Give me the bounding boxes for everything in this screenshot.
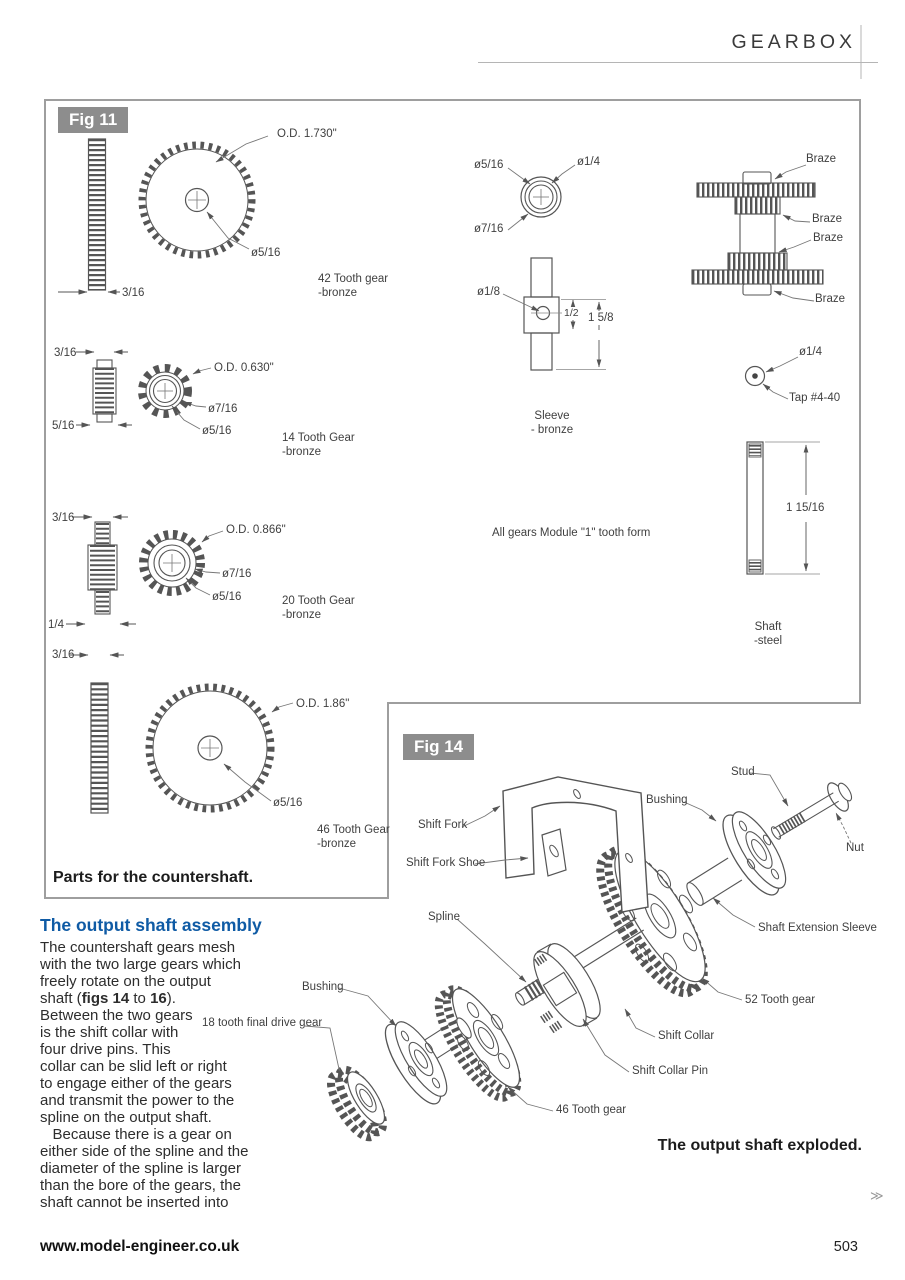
page-header-title: GEARBOX bbox=[731, 31, 856, 53]
gear-42-material: -bronze bbox=[318, 287, 357, 299]
dim-sleeve-outer: ø7/16 bbox=[474, 223, 504, 235]
dim-bore-20: ø5/16 bbox=[212, 591, 242, 603]
exploded-view-drawing bbox=[326, 776, 853, 1142]
tap-note: Tap #4-40 bbox=[789, 392, 841, 404]
braze-label-4: Braze bbox=[815, 293, 846, 305]
article-line-figs: shaft (figs 14 to 16). bbox=[40, 990, 320, 1007]
article-line: shaft cannot be inserted into bbox=[40, 1194, 229, 1212]
article-line: diameter of the spline is larger bbox=[40, 1160, 241, 1178]
dim-width1-20: 3/16 bbox=[52, 512, 75, 524]
article-line: freely rotate on the output bbox=[40, 973, 211, 991]
dim-bore-46: ø5/16 bbox=[273, 797, 303, 809]
figs-mid: to bbox=[129, 990, 151, 1008]
label-shift-fork: Shift Fork bbox=[418, 819, 468, 831]
article-line: than the bore of the gears, the bbox=[40, 1177, 241, 1195]
fig11-caption: Parts for the countershaft. bbox=[53, 869, 254, 886]
shaft-material: -steel bbox=[753, 635, 783, 647]
figs-post: ). bbox=[166, 990, 176, 1008]
article-line: with the two large gears which bbox=[40, 956, 241, 974]
article-line: The countershaft gears mesh bbox=[40, 939, 236, 957]
article-line: either side of the spline and the bbox=[40, 1143, 249, 1161]
label-nut: Nut bbox=[846, 842, 864, 854]
dim-width2-20: 1/4 bbox=[48, 619, 64, 631]
gear-14-drawing bbox=[76, 349, 212, 430]
sleeve-material: - bronze bbox=[530, 424, 574, 436]
dim-shaft-length: 1 15/16 bbox=[784, 501, 827, 516]
sleeve-name: Sleeve bbox=[534, 410, 570, 422]
gear-46-drawing bbox=[70, 652, 294, 814]
exploded-view-leaders bbox=[304, 772, 852, 1112]
gear-cluster-drawing bbox=[691, 164, 824, 400]
dim-od-46: O.D. 1.86" bbox=[296, 698, 350, 710]
label-shift-collar-pin: Shift Collar Pin bbox=[632, 1065, 709, 1077]
dim-sleeve-half: 1/2 bbox=[562, 307, 581, 321]
figs-ref-1: figs 14 bbox=[81, 990, 130, 1008]
gear-42-name: 42 Tooth gear bbox=[318, 273, 389, 285]
article-line: is the shift collar with bbox=[40, 1024, 179, 1042]
label-bushing-left: Bushing bbox=[302, 981, 344, 993]
fig11-label: Fig 11 bbox=[58, 107, 129, 133]
article-line: Because there is a gear on bbox=[40, 1126, 232, 1144]
footer-page-number: 503 bbox=[833, 1239, 858, 1255]
label-shaft-extension-sleeve: Shaft Extension Sleeve bbox=[758, 922, 877, 934]
label-bushing-right: Bushing bbox=[646, 794, 688, 806]
gear-46-material: -bronze bbox=[317, 838, 356, 850]
dim-od-42: O.D. 1.730" bbox=[277, 128, 337, 140]
gear-14-name: 14 Tooth Gear bbox=[282, 432, 355, 444]
gear-20-material: -bronze bbox=[282, 609, 321, 621]
label-gear-46: 46 Tooth gear bbox=[556, 1104, 627, 1116]
fig14-caption: The output shaft exploded. bbox=[657, 1137, 862, 1154]
article-line: spline on the output shaft. bbox=[40, 1109, 212, 1127]
dim-sleeve-length: 1 5/8 bbox=[586, 311, 616, 326]
label-spline: Spline bbox=[428, 911, 460, 923]
shaft-drawing bbox=[746, 441, 820, 575]
braze-label-3: Braze bbox=[813, 232, 844, 244]
article-line: to engage either of the gears bbox=[40, 1075, 232, 1093]
label-stud: Stud bbox=[731, 766, 755, 778]
dim-width1-14: 3/16 bbox=[54, 347, 77, 359]
fig11-frame bbox=[44, 99, 861, 899]
article-line: four drive pins. This bbox=[40, 1041, 171, 1059]
footer-website: www.model-engineer.co.uk bbox=[40, 1238, 240, 1255]
dim-stud-dia: ø1/4 bbox=[799, 346, 823, 358]
dim-hub-14: ø7/16 bbox=[208, 403, 238, 415]
gear-20-name: 20 Tooth Gear bbox=[282, 595, 355, 607]
dim-sleeve-bore: ø5/16 bbox=[474, 159, 504, 171]
braze-label-2: Braze bbox=[812, 213, 843, 225]
dim-bore-42: ø5/16 bbox=[251, 247, 281, 259]
gear-20-drawing bbox=[66, 514, 224, 627]
fig14-label: Fig 14 bbox=[403, 734, 475, 760]
label-shift-collar: Shift Collar bbox=[658, 1030, 715, 1042]
gear-46-name: 46 Tooth Gear bbox=[317, 824, 390, 836]
braze-label-1: Braze bbox=[806, 153, 837, 165]
header-rules bbox=[478, 25, 878, 79]
gear-42-drawing bbox=[58, 135, 269, 295]
dim-od-14: O.D. 0.630" bbox=[214, 362, 274, 374]
article-line: Between the two gears bbox=[40, 1007, 193, 1025]
article-heading: The output shaft assembly bbox=[40, 915, 262, 935]
figs-pre: shaft ( bbox=[40, 990, 82, 1008]
article-column: The output shaft assembly The countersha… bbox=[40, 915, 320, 1212]
gear-14-material: -bronze bbox=[282, 446, 321, 458]
dim-hub-20: ø7/16 bbox=[222, 568, 252, 580]
dim-sleeve-hole: ø1/8 bbox=[477, 286, 501, 298]
dim-od-20: O.D. 0.866" bbox=[226, 524, 286, 536]
dim-width-46: 3/16 bbox=[52, 649, 75, 661]
article-line: and transmit the power to the bbox=[40, 1092, 235, 1110]
sleeve-drawing bbox=[502, 164, 606, 371]
shaft-name: Shaft bbox=[754, 621, 782, 633]
module-note: All gears Module "1" tooth form bbox=[492, 527, 651, 539]
figs-ref-2: 16 bbox=[150, 990, 167, 1008]
label-shift-fork-shoe: Shift Fork Shoe bbox=[406, 857, 486, 869]
dim-width2-14: 5/16 bbox=[52, 420, 75, 432]
label-gear-52: 52 Tooth gear bbox=[745, 994, 816, 1006]
dim-width-42: 3/16 bbox=[122, 287, 145, 299]
continuation-chevron-icon: ≫ bbox=[870, 1188, 884, 1203]
article-line: collar can be slid left or right bbox=[40, 1058, 227, 1076]
label-final-drive-gear: 18 tooth final drive gear bbox=[202, 1017, 323, 1029]
dim-sleeve-inner: ø1/4 bbox=[577, 156, 601, 168]
dim-bore-14: ø5/16 bbox=[202, 425, 232, 437]
